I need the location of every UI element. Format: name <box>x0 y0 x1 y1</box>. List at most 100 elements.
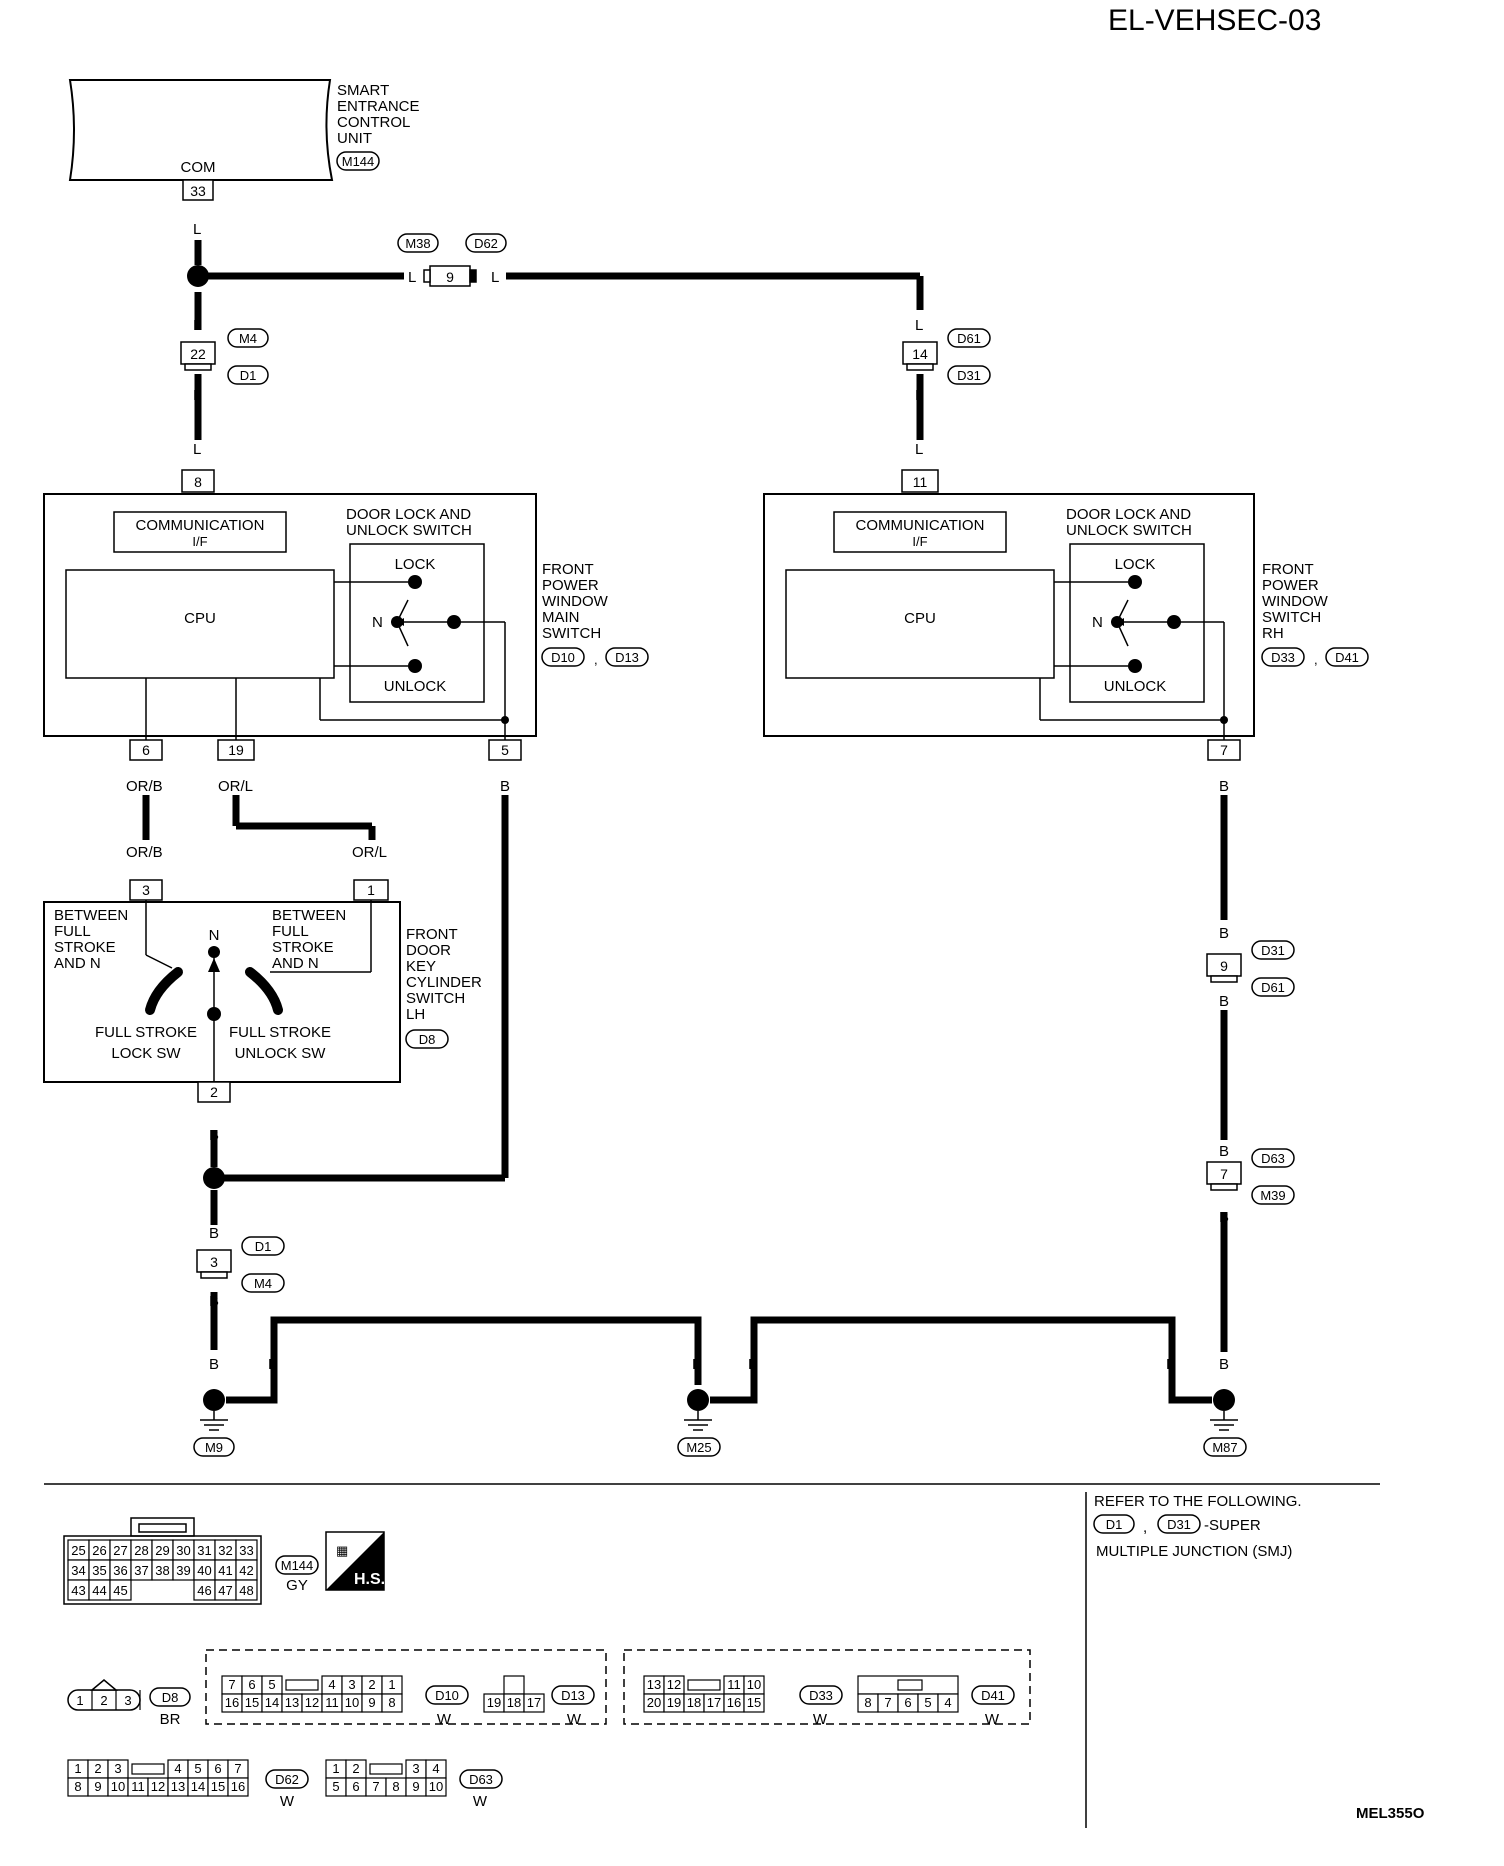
d33-bot-pin: 20 <box>647 1695 661 1710</box>
d63-id: D63 <box>469 1772 493 1787</box>
wire-b-7: B <box>1219 778 1229 795</box>
front-door-key-cylinder-switch-lh: 3 1 2 BETWEEN FULL STROKE AND N BETWEEN … <box>43 879 482 1103</box>
d41-color: W <box>985 1711 1000 1728</box>
m144-mid-pin: 36 <box>113 1563 127 1578</box>
d33-bot-pin: 17 <box>707 1695 721 1710</box>
svg-text:FULL: FULL <box>54 923 91 940</box>
d33-latch <box>687 1679 721 1691</box>
d63-top-left-pin: 1 <box>332 1761 339 1776</box>
d41-cell <box>937 1693 959 1713</box>
d13-id: D13 <box>561 1688 585 1703</box>
svg-text:,: , <box>1143 1519 1147 1536</box>
d10-top-right-pin: 1 <box>388 1677 395 1692</box>
svg-text:14: 14 <box>912 346 928 362</box>
d10-bot-pin: 11 <box>325 1695 339 1710</box>
d41-pin: 7 <box>884 1695 891 1710</box>
svg-text:DOOR LOCK AND: DOOR LOCK AND <box>1066 506 1191 523</box>
front-power-window-main-switch: 8 COMMUNICATION I/F CPU DOOR LOCK AND UN… <box>43 469 649 761</box>
splice-lh-ground <box>203 1167 225 1189</box>
svg-text:9: 9 <box>1220 958 1228 974</box>
hs-badge-icon: ▦ <box>336 1543 348 1558</box>
svg-text:UNLOCK SWITCH: UNLOCK SWITCH <box>1066 522 1192 539</box>
wire-l-7: L <box>915 317 923 334</box>
d10-bot-pin: 13 <box>285 1695 299 1710</box>
svg-text:19: 19 <box>228 742 244 758</box>
m144-top-pin: 25 <box>71 1543 85 1558</box>
m144-top-pin: 33 <box>239 1543 253 1558</box>
d10-bot-pin: 10 <box>345 1695 359 1710</box>
svg-text:BETWEEN: BETWEEN <box>54 907 128 924</box>
d63-top-right-pin: 4 <box>432 1761 439 1776</box>
wire-l-8: L <box>915 387 923 404</box>
ground-m87: M87 <box>1212 1440 1237 1455</box>
svg-text:11: 11 <box>913 474 928 490</box>
m144-top-pin: 26 <box>92 1543 106 1558</box>
m144-bot-left-pin: 45 <box>113 1583 127 1598</box>
splice-m9 <box>203 1389 225 1411</box>
d62-top-right-pin: 4 <box>174 1761 181 1776</box>
svg-text:CPU: CPU <box>904 610 936 627</box>
d8-pin: 1 <box>76 1693 83 1708</box>
d63-latch <box>369 1763 403 1775</box>
m144-top-pin: 28 <box>134 1543 148 1558</box>
svg-text:UNLOCK: UNLOCK <box>1104 678 1167 695</box>
ground-m9: M9 <box>205 1440 223 1455</box>
d41-pin: 5 <box>924 1695 931 1710</box>
m144-bot-right-pin: 46 <box>197 1583 211 1598</box>
d62-top-right-pin: 5 <box>194 1761 201 1776</box>
wire-l-4: L <box>193 441 201 458</box>
svg-text:COMMUNICATION: COMMUNICATION <box>856 517 985 534</box>
m144-bot-right-cell <box>235 1579 258 1601</box>
page-title: EL-VEHSEC-03 <box>1108 4 1321 37</box>
d33-top-left-pin: 12 <box>667 1677 681 1692</box>
svg-text:5: 5 <box>501 742 509 758</box>
smart-entrance-control-unit: SMART ENTRANCE CONTROL UNIT M144 COM 33 <box>68 79 420 201</box>
m144-id-pill <box>275 1555 319 1575</box>
svg-text:MULTIPLE JUNCTION (SMJ): MULTIPLE JUNCTION (SMJ) <box>1096 1543 1292 1560</box>
wire-b-rh-1: B <box>1219 925 1229 942</box>
svg-text:D31: D31 <box>957 368 981 383</box>
svg-text:FULL: FULL <box>272 923 309 940</box>
svg-text:MAIN: MAIN <box>542 609 580 626</box>
svg-text:D8: D8 <box>419 1032 436 1047</box>
connector-d63-m39: 7 D63 M39 <box>1206 1148 1295 1205</box>
d13-pin: 18 <box>507 1695 521 1710</box>
diagram-code: MEL355O <box>1356 1805 1425 1822</box>
m144-mid-pin: 34 <box>71 1563 85 1578</box>
d8-pin: 3 <box>124 1693 131 1708</box>
d10-top-left-pin: 6 <box>248 1677 255 1692</box>
svg-text:POWER: POWER <box>1262 577 1319 594</box>
m144-mid-pin: 39 <box>176 1563 190 1578</box>
wire-orb-2: OR/B <box>126 844 163 861</box>
d62-top-left-pin: 2 <box>94 1761 101 1776</box>
d10-bot-pin: 15 <box>245 1695 259 1710</box>
d62-id: D62 <box>275 1772 299 1787</box>
m144-mid-pin: 38 <box>155 1563 169 1578</box>
svg-text:2: 2 <box>210 1084 218 1100</box>
d62-top-right-pin: 7 <box>234 1761 241 1776</box>
d62-bot-cell <box>227 1777 249 1797</box>
d10-bot-pin: 8 <box>388 1695 395 1710</box>
d10-top-right-pin: 2 <box>368 1677 375 1692</box>
connector-d1-m4-lower: 3 D1 M4 <box>196 1236 285 1293</box>
svg-text:D10: D10 <box>551 650 575 665</box>
svg-text:7: 7 <box>1220 1166 1228 1182</box>
m144-top-pin: 27 <box>113 1543 127 1558</box>
m144-top-pin: 30 <box>176 1543 190 1558</box>
d63-bot-pin: 9 <box>412 1779 419 1794</box>
connector-d61-d31: 14 D61 D31 <box>902 328 991 385</box>
d10-bot-pin: 16 <box>225 1695 239 1710</box>
svg-text:UNLOCK SW: UNLOCK SW <box>235 1045 327 1062</box>
svg-text:STROKE: STROKE <box>272 939 334 956</box>
svg-text:LOCK: LOCK <box>1115 556 1156 573</box>
d13-pin: 19 <box>487 1695 501 1710</box>
svg-text:3: 3 <box>210 1254 218 1270</box>
svg-text:D1: D1 <box>255 1239 272 1254</box>
junction-left-id: M38 <box>405 236 430 251</box>
svg-text:LOCK SW: LOCK SW <box>111 1045 181 1062</box>
wire-l-3: L <box>193 387 201 404</box>
svg-text:WINDOW: WINDOW <box>542 593 609 610</box>
d63-bot-pin: 8 <box>392 1779 399 1794</box>
